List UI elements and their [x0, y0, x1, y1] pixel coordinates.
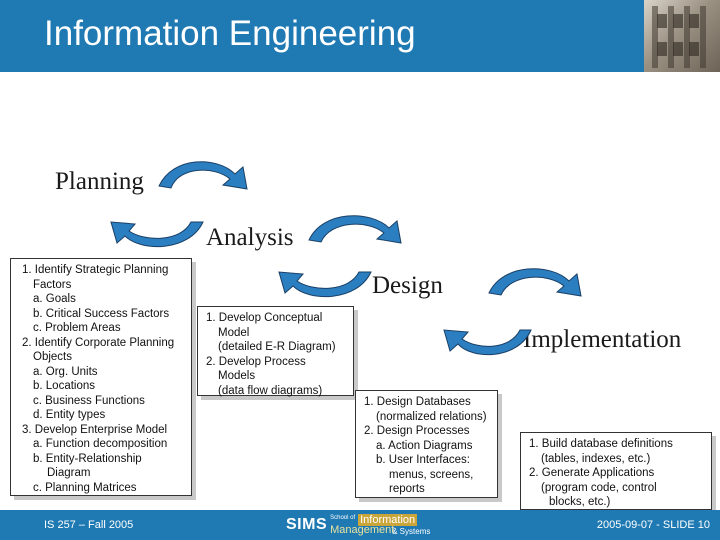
task-line: Diagram	[47, 467, 91, 479]
planning-tasks-box: 1. Identify Strategic Planning Factors a…	[10, 258, 192, 496]
task-line: Objects	[33, 351, 72, 363]
implementation-tasks-box: 1. Build database definitions (tables, i…	[520, 432, 712, 510]
stage-label-analysis: Analysis	[206, 224, 294, 251]
task-line: Model	[218, 326, 250, 339]
task-line: (normalized relations)	[376, 410, 487, 423]
header-building-photo	[644, 0, 720, 72]
curved-arrow-icon	[158, 161, 248, 190]
task-line: 2. Develop Process	[206, 355, 306, 368]
curved-arrow-icon	[488, 268, 582, 297]
curved-arrow-icon	[110, 221, 204, 248]
curved-arrow-icon	[308, 215, 402, 244]
task-line: (data flow diagrams)	[218, 384, 323, 397]
stage-label-planning: Planning	[55, 168, 144, 195]
task-line: d. Entity types	[33, 409, 106, 421]
sims-logo: SIMS School of Information Management & …	[286, 514, 440, 536]
logo-management-text: Management	[330, 524, 395, 536]
curved-arrow-icon	[278, 271, 372, 298]
task-line: a. Action Diagrams	[376, 439, 473, 452]
task-line: a. Function decomposition	[33, 438, 168, 450]
logo-information-text: Information	[358, 514, 418, 526]
header-bar: Information Engineering	[0, 0, 720, 72]
task-line: b. Entity-Relationship	[33, 452, 142, 465]
task-line: (program code, control	[541, 481, 657, 494]
task-line: b. Critical Success Factors	[33, 307, 170, 320]
task-line: menus, screens,	[389, 468, 474, 481]
logo-sims-text: SIMS	[286, 516, 328, 533]
task-line: a. Org. Units	[33, 365, 98, 378]
task-line: b. User Interfaces:	[376, 454, 470, 466]
task-line: 1. Build database definitions	[529, 438, 673, 450]
task-line: 2. Design Processes	[364, 425, 470, 437]
design-tasks-box: 1. Design Databases (normalized relation…	[355, 390, 498, 498]
task-line: a. Goals	[33, 293, 76, 305]
task-line: reports	[389, 483, 425, 495]
task-line: 1. Identify Strategic Planning	[22, 264, 169, 276]
task-line: (detailed E-R Diagram)	[218, 341, 336, 353]
slide-title: Information Engineering	[44, 14, 416, 53]
task-line: 2. Identify Corporate Planning	[22, 336, 175, 349]
analysis-tasks-box: 1. Develop Conceptual Model (detailed E-…	[197, 306, 354, 397]
task-line: 1. Design Databases	[364, 396, 471, 408]
stage-label-implementation: Implementation	[523, 326, 682, 353]
slide-number: 2005-09-07 - SLIDE 10	[596, 519, 710, 531]
task-line: b. Locations	[33, 380, 96, 392]
task-line: Factors	[33, 278, 72, 291]
task-line: blocks, etc.)	[549, 496, 611, 508]
task-line: c. Problem Areas	[33, 322, 121, 334]
task-line: 1. Develop Conceptual	[206, 312, 323, 324]
logo-school-of-text: School of	[330, 515, 356, 521]
logo-systems-text: & Systems	[392, 527, 431, 536]
stage-label-design: Design	[372, 272, 443, 299]
curved-arrow-icon	[443, 329, 532, 356]
task-line: Models	[218, 370, 256, 382]
task-line: c. Business Functions	[33, 394, 145, 407]
course-label: IS 257 – Fall 2005	[44, 519, 134, 531]
task-line: (tables, indexes, etc.)	[541, 452, 651, 465]
task-line: c. Planning Matrices	[33, 481, 137, 494]
footer-bar: IS 257 – Fall 2005 SIMS School of Inform…	[0, 510, 720, 540]
task-line: 2. Generate Applications	[529, 467, 655, 479]
task-line: 3. Develop Enterprise Model	[22, 423, 168, 436]
